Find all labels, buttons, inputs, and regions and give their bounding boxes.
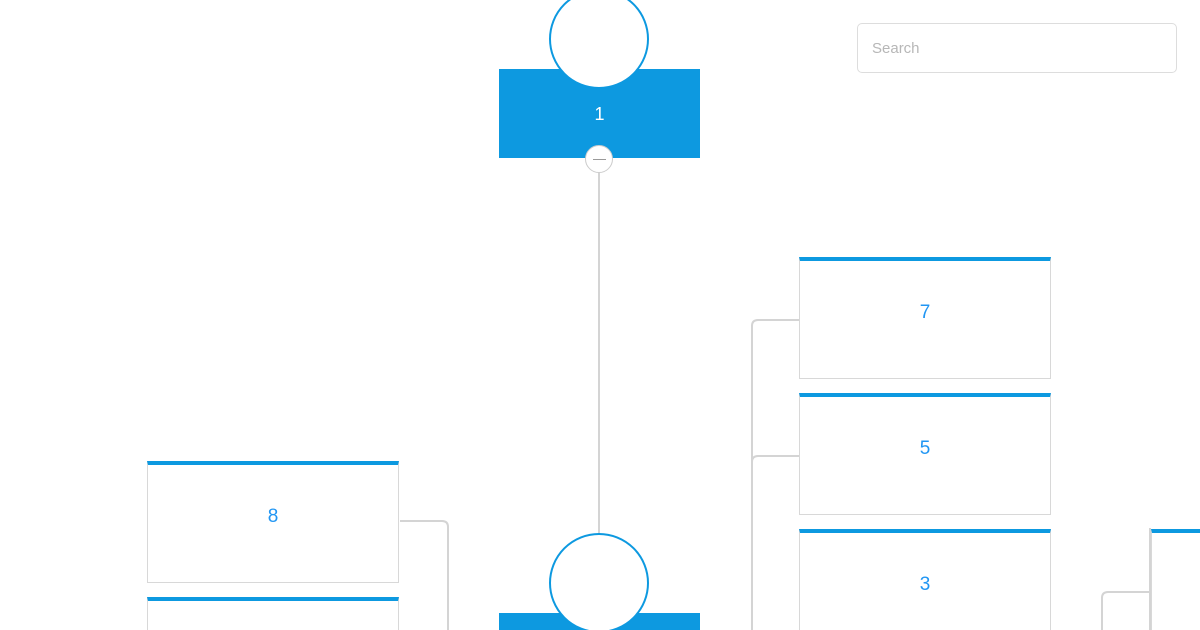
node-card-5-label: 5 bbox=[919, 438, 931, 459]
connector-branch-right-edge bbox=[1101, 591, 1150, 630]
node-card-left-lower[interactable] bbox=[147, 597, 399, 630]
node-card-3[interactable]: 3 bbox=[799, 529, 1051, 630]
node-card-3-label: 3 bbox=[919, 574, 931, 595]
node-child-center[interactable] bbox=[499, 533, 700, 630]
node-card-7-label: 7 bbox=[919, 302, 931, 323]
avatar-head-icon bbox=[549, 533, 649, 630]
connector-branch-card8 bbox=[400, 520, 449, 630]
node-card-7[interactable]: 7 bbox=[799, 257, 1051, 379]
search-container[interactable] bbox=[857, 23, 1177, 73]
node-card-5[interactable]: 5 bbox=[799, 393, 1051, 515]
avatar-head-icon bbox=[549, 0, 649, 89]
connector-branch-card5 bbox=[751, 455, 799, 463]
node-card-8-label: 8 bbox=[267, 506, 279, 527]
minus-icon bbox=[592, 158, 606, 160]
collapse-toggle-root[interactable] bbox=[585, 145, 613, 173]
node-card-8[interactable]: 8 bbox=[147, 461, 399, 583]
node-root[interactable]: 1 bbox=[499, 0, 700, 158]
search-input[interactable] bbox=[857, 23, 1177, 73]
node-root-label: 1 bbox=[594, 103, 605, 124]
node-card-right-edge[interactable] bbox=[1151, 529, 1200, 630]
connector-right-rail bbox=[751, 319, 799, 630]
